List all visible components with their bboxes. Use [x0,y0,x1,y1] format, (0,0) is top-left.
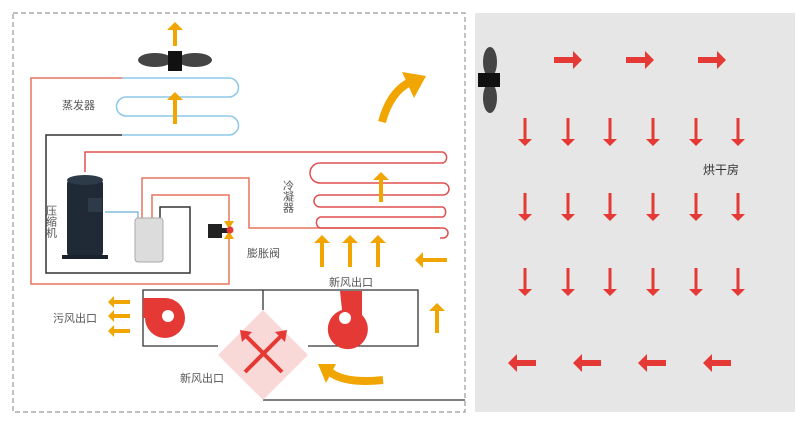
label-drying-room: 烘干房 [703,162,739,177]
suction-pipe [105,211,139,222]
curved-exhaust-arrow [378,78,412,124]
hot-air-down-arrow [731,118,745,146]
airflow-up-arrow [167,92,183,124]
hot-air-down-arrow [561,193,575,221]
label-evaporator: 蒸发器 [62,98,95,112]
drying-room-panel [475,13,795,412]
airflow-up-arrow [429,303,445,333]
curved-exhaust-arrow-head [402,72,426,98]
hot-air-down-arrow [689,118,703,146]
evaporator-fan-icon [138,51,212,71]
hot-air-down-arrow [518,193,532,221]
hot-air-down-arrow [603,118,617,146]
hot-air-down-arrow [646,268,660,296]
hot-air-right-arrow [698,51,726,69]
label-condenser: 冷凝器 [282,180,295,214]
label-exhaust-air-outlet: 污风出口 [53,311,97,325]
heat-exchanger [218,310,308,400]
evaporator-coil [115,77,240,136]
exhaust-airflow-arrow [108,296,130,308]
exhaust-blower-icon [143,297,186,339]
hot-air-left-arrow [508,354,536,372]
hot-air-down-arrow [731,193,745,221]
curved-intake-arrow-head [318,364,336,383]
exhaust-airflow-arrow [108,310,130,322]
compressor [62,175,108,259]
supply-blower-icon [327,291,368,350]
label-compressor: 压缩机 [45,205,58,238]
airflow-up-arrow [342,235,358,267]
hot-air-down-arrow [689,193,703,221]
room-fan-icon [478,47,500,113]
curved-intake-arrow [327,368,384,385]
hot-air-down-arrow [518,268,532,296]
hot-air-right-arrow [626,51,654,69]
hot-air-down-arrow [603,193,617,221]
airflow-left-arrow [415,252,447,268]
hot-air-left-arrow [703,354,731,372]
condenser-coil [84,151,450,239]
return-pipe [45,134,191,274]
unit-boundary [12,12,466,413]
hot-air-down-arrow [731,268,745,296]
airflow-up-arrow [314,235,330,267]
label-fresh-air-outlet-top: 新风出口 [329,275,373,289]
hot-air-left-arrow [573,354,601,372]
label-fresh-air-outlet-bottom: 新风出口 [180,371,224,385]
hot-air-down-arrow [603,268,617,296]
hot-air-left-arrow [638,354,666,372]
accumulator-tank [134,217,164,263]
hot-air-right-arrow [554,51,582,69]
hot-air-down-arrow [518,118,532,146]
hot-air-down-arrow [646,118,660,146]
expansion-valve [208,221,234,239]
air-duct [142,289,465,401]
airflow-up-arrow [167,22,183,46]
hot-air-down-arrow [689,268,703,296]
exhaust-airflow-arrow [108,325,130,337]
hot-air-down-arrow [561,118,575,146]
hot-air-down-arrow [561,268,575,296]
airflow-up-arrow [370,235,386,267]
airflow-up-arrow [373,172,389,202]
label-expansion-valve: 膨胀阀 [247,246,280,260]
hot-air-down-arrow [646,193,660,221]
